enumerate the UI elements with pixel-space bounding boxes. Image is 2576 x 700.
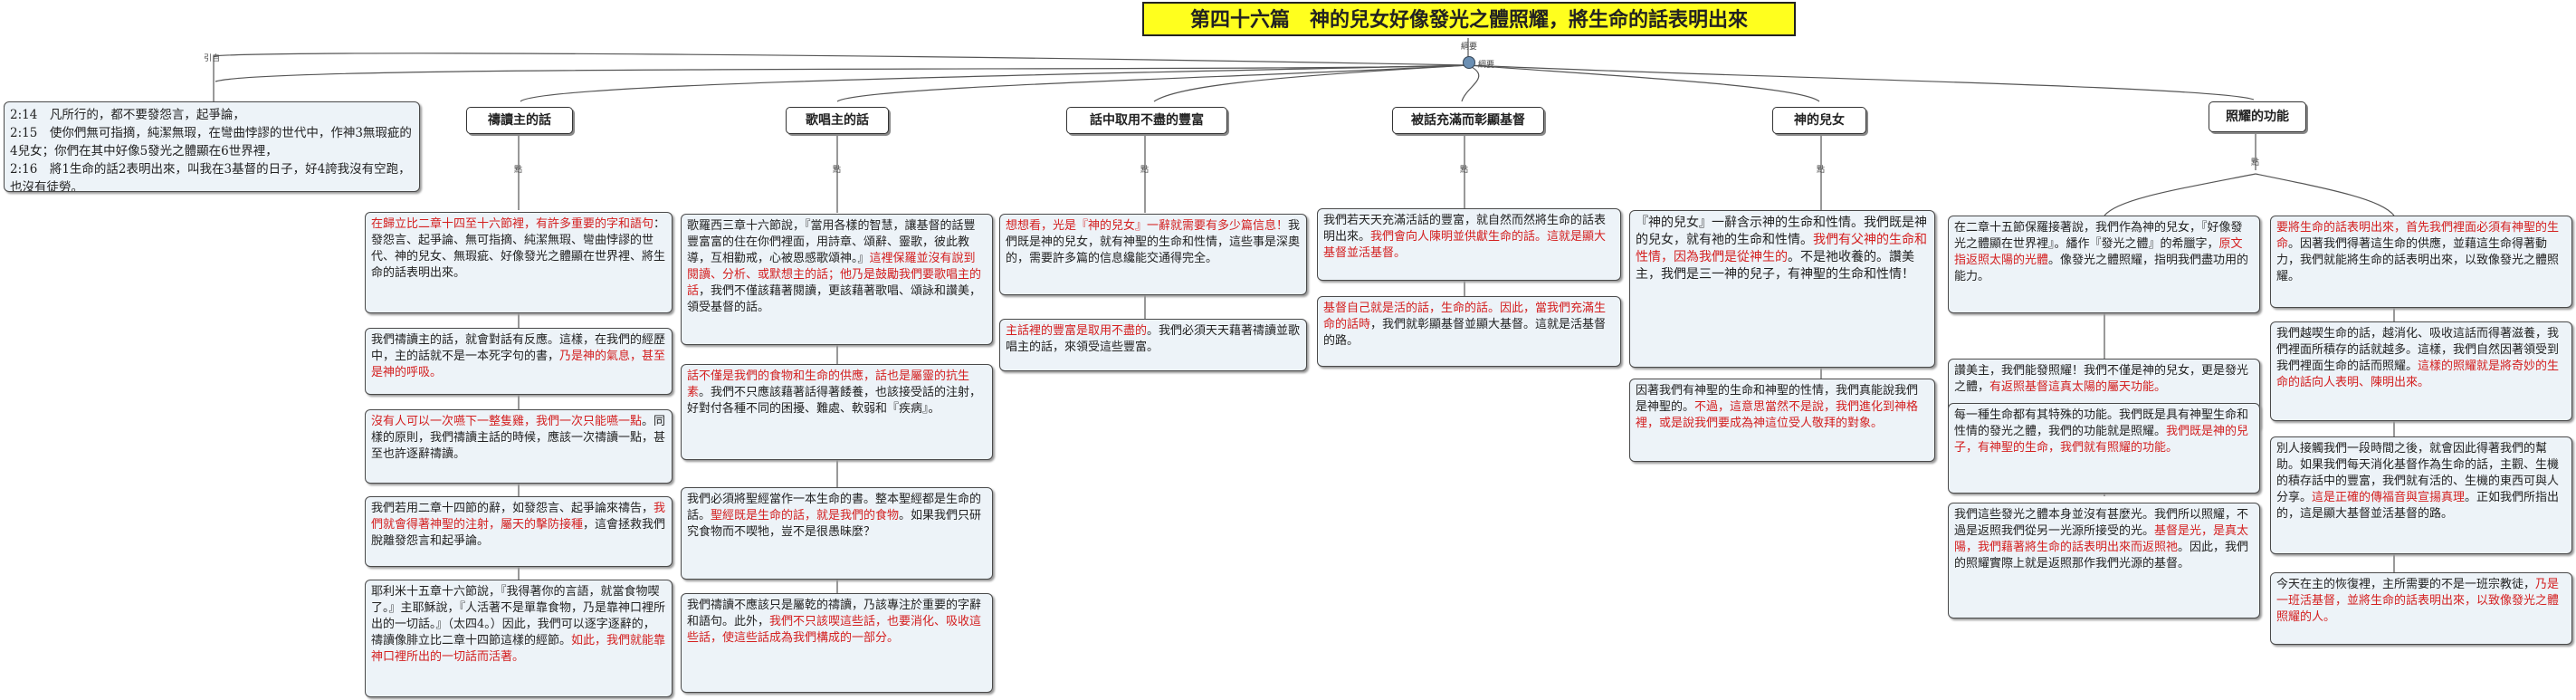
note-box: 我們禱讀主的話，就會對話有反應。這樣，在我們的經歷中，主的話就不是一本死字句的書… xyxy=(365,328,673,395)
topic-riches[interactable]: 話中取用不盡的豐富 xyxy=(1066,107,1227,134)
note-box: 別人接觸我們一段時間之後，就會因此得著我們的幫助。如果我們每天消化基督作為生命的… xyxy=(2270,436,2572,554)
note-box: 我們禱讀不應該只是屬乾的禱讀，乃該專注於重要的字辭和語句。此外，我們不只該喫這些… xyxy=(681,593,993,693)
hub-label: 綱要 xyxy=(1461,43,1478,52)
connector-dot-label: 點 xyxy=(514,166,523,175)
connector-dot-label: 點 xyxy=(833,166,842,175)
note-box: 每一種生命都有其特殊的功能。我們既是具有神聖生命和性情的發光之體，我們的功能就是… xyxy=(1948,403,2260,494)
root-hub-icon xyxy=(1463,56,1475,69)
note-box: 沒有人可以一次嚥下一整隻雞，我們一次只能嚥一點。同樣的原則，我們禱讀主話的時候，… xyxy=(365,409,673,484)
note-box: 我們必須將聖經當作一本生命的書。整本聖經都是生命的話。聖經既是生命的話，就是我們… xyxy=(681,487,993,580)
topic-sing[interactable]: 歌唱主的話 xyxy=(786,107,889,134)
verse-line: 2:16 將1生命的話2表明出來，叫我在3基督的日子，好4誇我沒有空跑，也沒有徒… xyxy=(10,162,411,192)
note-box: 歌羅西三章十六節說，『當用各樣的智慧，讓基督的話豐豐富富的住在你們裡面，用詩章、… xyxy=(681,214,993,345)
outline-label: 綱要 xyxy=(1478,61,1495,70)
connector-dot-label: 點 xyxy=(1140,166,1150,175)
note-box: 話不僅是我們的食物和生命的供應，話也是屬靈的抗生素。我們不只應該藉著話得著餧養，… xyxy=(681,364,993,460)
note-box: 『神的兒女』一辭含示神的生命和性情。我們既是神的兒女，就有祂的生命和性情。我們有… xyxy=(1629,210,1935,368)
connector-dot-label: 點 xyxy=(1460,166,1469,175)
note-box: 我們若天天充滿活話的豐富，就自然而然將生命的話表明出來。我們會向人陳明並供獻生命… xyxy=(1317,208,1621,281)
note-box: 耶利米十五章十六節說，『我得著你的言語，就當食物喫了。』主耶穌說，『人活著不是單… xyxy=(365,580,673,697)
topic-shining[interactable]: 照耀的功能 xyxy=(2209,101,2306,132)
note-box: 主話裡的豐富是取用不盡的。我們必須天天藉著禱讀並歌唱主的話，來領受這些豐富。 xyxy=(999,319,1307,371)
note-box: 在二章十五節保羅接著說，我們作為神的兒女，『好像發光之體顯在世界裡』。繙作『發光… xyxy=(1948,216,2260,313)
verse-box: 2:14 凡所行的，都不要發怨言，起爭論， 2:15 使你們無可指摘，純潔無瑕，… xyxy=(4,101,420,192)
note-box: 我們這些發光之體本身並沒有甚麼光。我們所以照耀，不過是返照我們從另一光源所接受的… xyxy=(1948,503,2260,618)
note-box: 在歸立比二章十四至十六節裡，有許多重要的字和語句：發怨言、起爭論、無可指摘、純潔… xyxy=(365,212,673,313)
note-box: 要將生命的話表明出來，首先我們裡面必須有神聖的生命。因著我們得著這生命的供應，並… xyxy=(2270,216,2572,308)
connector-dot-label: 點 xyxy=(1817,166,1826,175)
topic-children[interactable]: 神的兒女 xyxy=(1772,107,1866,134)
connector-dot-label: 點 xyxy=(2251,158,2260,168)
note-box: 我們越喫生命的話，越消化、吸收這話而得著滋養，我們裡面所積存的話就越多。這樣，我… xyxy=(2270,321,2572,421)
topic-filled[interactable]: 被話充滿而彰顯基督 xyxy=(1392,107,1544,134)
note-box: 我們若用二章十四節的辭，如發怨言、起爭論來禱告，我們就會得著神聖的注射，屬天的擊… xyxy=(365,496,673,567)
note-box: 想想看，光是『神的兒女』一辭就需要有多少篇信息！我們既是神的兒女，就有神聖的生命… xyxy=(999,214,1307,295)
verse-line: 2:15 使你們無可指摘，純潔無瑕，在彎曲悖謬的世代中，作神3無瑕疵的4兒女；你… xyxy=(10,126,412,158)
topic-pray-read[interactable]: 禱讀主的話 xyxy=(466,107,573,134)
note-box: 基督自己就是活的話，生命的話。因此，當我們充滿生命的話時，我們就彰顯基督並顯大基… xyxy=(1317,296,1621,367)
quote-label: 引自 xyxy=(204,54,221,63)
verse-line: 2:14 凡所行的，都不要發怨言，起爭論， xyxy=(10,108,245,122)
note-box: 因著我們有神聖的生命和神聖的性情，我們真能說我們是神聖的。不過，這意思當然不是說… xyxy=(1629,379,1935,462)
note-box: 今天在主的恢復裡，主所需要的不是一班宗教徒，乃是一班活基督，並將生命的話表明出來… xyxy=(2270,572,2572,645)
page-title: 第四十六篇 神的兒女好像發光之體照耀，將生命的話表明出來 xyxy=(1142,2,1796,36)
